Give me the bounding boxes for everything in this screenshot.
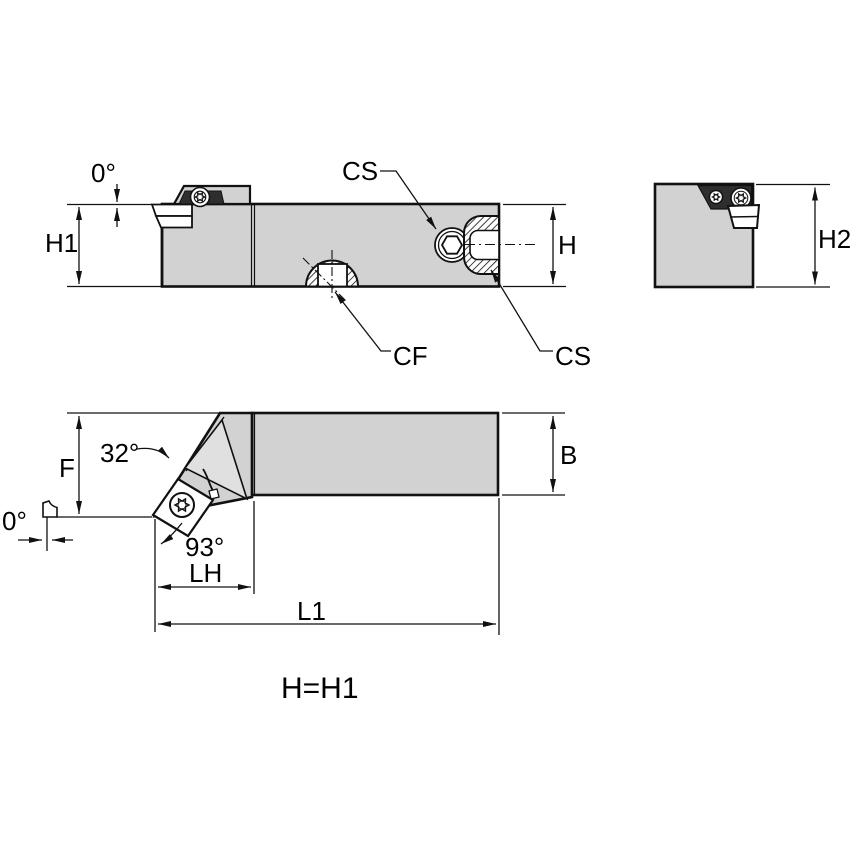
side-clamp-screw bbox=[189, 186, 211, 208]
top-clamp-block bbox=[208, 488, 220, 500]
end-insert-line bbox=[729, 215, 759, 218]
side-insert bbox=[150, 203, 193, 217]
end-screw-small bbox=[708, 189, 724, 205]
insert-profile-icon bbox=[42, 500, 58, 518]
top-shank-body bbox=[250, 411, 500, 497]
top-insert-screw bbox=[169, 492, 195, 518]
h-label: H bbox=[558, 230, 577, 260]
side-rake-angle-label: 0° bbox=[91, 158, 116, 188]
side-shim bbox=[154, 215, 193, 229]
lh-label: LH bbox=[189, 558, 222, 588]
top-view: F 0° 32° 93° LH L1 B bbox=[2, 411, 577, 635]
l1-label: L1 bbox=[297, 596, 326, 626]
cs-top-leader bbox=[380, 170, 437, 230]
f-label: F bbox=[59, 453, 75, 483]
b-label: B bbox=[560, 440, 577, 470]
cs-top-label: CS bbox=[342, 156, 378, 186]
note-h-equals-h1: H=H1 bbox=[281, 672, 359, 705]
head-angle-label: 32° bbox=[100, 438, 139, 468]
cs-bottom-leader bbox=[490, 269, 553, 352]
cf-label: CF bbox=[393, 341, 428, 371]
lead-angle-label: 93° bbox=[185, 532, 224, 562]
h1-label: H1 bbox=[45, 228, 78, 258]
h2-label: H2 bbox=[818, 224, 851, 254]
head-angle-leader bbox=[136, 446, 170, 459]
coolant-port-rear-bore bbox=[469, 229, 500, 261]
cf-centerline-diag bbox=[302, 257, 347, 302]
side-view: 0° H1 H CS CF CS bbox=[45, 156, 591, 371]
end-view: H2 bbox=[653, 182, 851, 289]
tip-angle-label: 0° bbox=[2, 506, 27, 536]
hex-socket-icon bbox=[440, 235, 464, 255]
cs-bottom-label: CS bbox=[555, 341, 591, 371]
top-clamp-face bbox=[183, 418, 249, 501]
lead-angle-arc bbox=[160, 522, 183, 545]
cf-leader bbox=[334, 291, 391, 352]
